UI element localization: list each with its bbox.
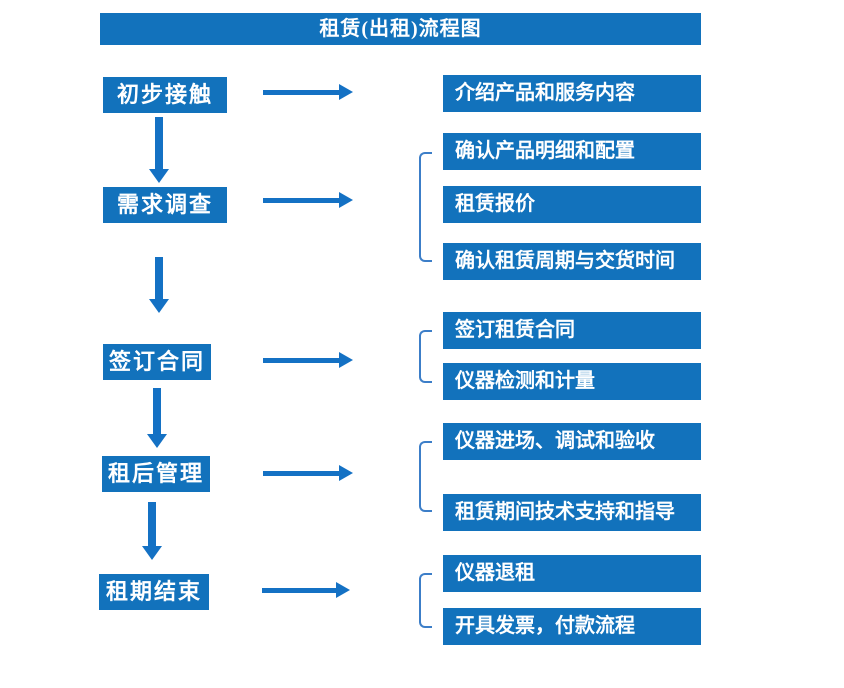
- step-box-demand-survey: 需求调查: [103, 187, 227, 223]
- right-arrow-icon: [263, 465, 353, 481]
- arrow-head: [336, 582, 350, 598]
- detail-box-instrument-setup: 仪器进场、调试和验收: [443, 423, 701, 460]
- detail-box-instrument-inspection: 仪器检测和计量: [443, 363, 701, 400]
- arrow-shaft: [155, 257, 163, 300]
- step-box-post-rental-management: 租后管理: [102, 456, 210, 492]
- detail-box-instrument-return: 仪器退租: [443, 555, 701, 592]
- arrow-head: [149, 299, 169, 313]
- arrow-shaft: [263, 358, 340, 363]
- arrow-shaft: [263, 198, 340, 203]
- arrow-shaft: [148, 502, 156, 547]
- right-arrow-icon: [262, 582, 350, 598]
- flowchart-title: 租赁(出租)流程图: [100, 13, 701, 45]
- arrow-head: [339, 84, 353, 100]
- detail-box-confirm-product-details: 确认产品明细和配置: [443, 133, 701, 170]
- detail-box-confirm-rental-period: 确认租赁周期与交货时间: [443, 243, 701, 280]
- arrow-head: [142, 546, 162, 560]
- detail-box-invoice-payment: 开具发票，付款流程: [443, 608, 701, 645]
- step-box-lease-end: 租期结束: [99, 574, 209, 610]
- group-bracket: [419, 573, 432, 628]
- detail-box-sign-rental-contract: 签订租赁合同: [443, 312, 701, 349]
- arrow-head: [339, 352, 353, 368]
- step-box-initial-contact: 初步接触: [103, 77, 227, 113]
- arrow-head: [339, 465, 353, 481]
- arrow-shaft: [155, 117, 163, 170]
- arrow-shaft: [153, 388, 161, 435]
- detail-box-intro-products: 介绍产品和服务内容: [443, 75, 701, 112]
- right-arrow-icon: [263, 84, 353, 100]
- arrow-shaft: [262, 588, 337, 593]
- step-box-sign-contract: 签订合同: [103, 344, 211, 380]
- down-arrow-icon: [147, 388, 167, 448]
- group-bracket: [419, 441, 432, 512]
- arrow-head: [147, 434, 167, 448]
- group-bracket: [419, 330, 432, 383]
- down-arrow-icon: [142, 502, 162, 560]
- arrow-shaft: [263, 90, 340, 95]
- down-arrow-icon: [149, 117, 169, 183]
- right-arrow-icon: [263, 352, 353, 368]
- detail-box-tech-support: 租赁期间技术支持和指导: [443, 494, 701, 531]
- arrow-head: [339, 192, 353, 208]
- detail-box-rental-quote: 租赁报价: [443, 186, 701, 223]
- arrow-head: [149, 169, 169, 183]
- down-arrow-icon: [149, 257, 169, 313]
- right-arrow-icon: [263, 192, 353, 208]
- group-bracket: [419, 152, 432, 262]
- arrow-shaft: [263, 471, 340, 476]
